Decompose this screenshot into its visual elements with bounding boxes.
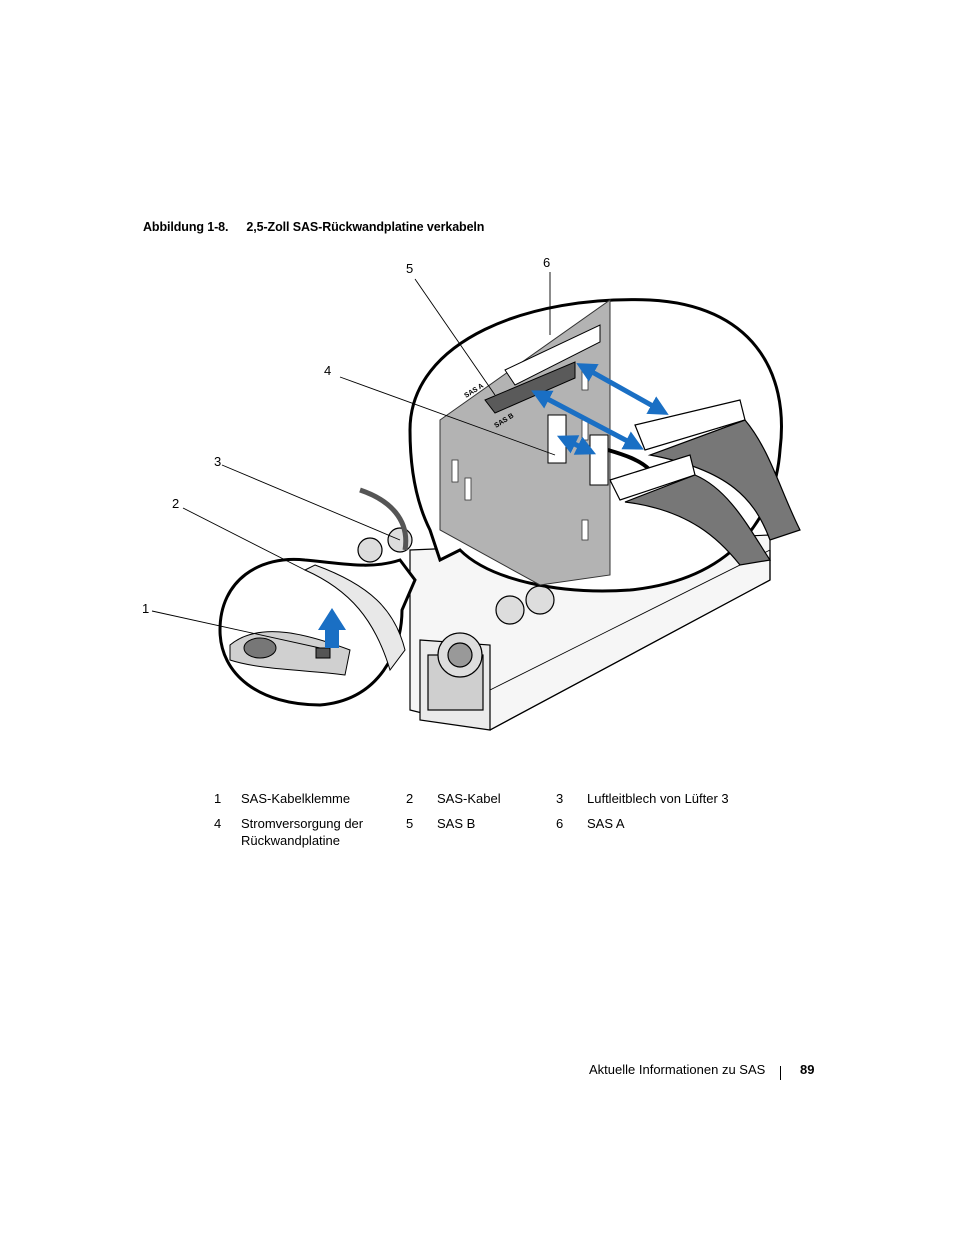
figure-caption-label: Abbildung 1-8. (143, 220, 229, 234)
callout-1: 1 (142, 601, 149, 616)
legend-num: 3 (556, 791, 564, 806)
magnified-clamp-view (218, 557, 417, 707)
sas-ribbon-cables (609, 399, 801, 566)
callout-2: 2 (172, 496, 179, 511)
callout-4: 4 (324, 363, 331, 378)
legend-num: 6 (556, 816, 564, 831)
callout-6: 6 (543, 255, 550, 270)
legend-text: Luftleitblech von Lüfter 3 (587, 791, 729, 806)
footer-section-title: Aktuelle Informationen zu SAS (589, 1062, 766, 1077)
legend-num: 1 (214, 791, 222, 806)
legend-text: SAS B (437, 816, 476, 831)
magnified-backplane-view: SAS A SAS B (408, 298, 801, 593)
backplane-cabling-illustration: SAS A SAS B 1 2 3 4 5 6 (142, 255, 801, 731)
footer-separator (780, 1066, 781, 1080)
callout-5: 5 (406, 261, 413, 276)
legend-num: 5 (406, 816, 414, 831)
callout-numbers: 1 2 3 4 5 6 (142, 255, 550, 616)
legend-num: 4 (214, 816, 222, 831)
leader-lines (151, 272, 556, 649)
figure-caption-title: 2,5-Zoll SAS-Rückwandplatine verkabeln (246, 220, 485, 234)
legend-text: SAS A (587, 816, 625, 831)
sas-a-connector (504, 324, 601, 386)
legend-num: 2 (406, 791, 414, 806)
page-number: 89 (800, 1062, 815, 1077)
backplane-power-connector (547, 414, 567, 464)
legend-text: SAS-Kabel (437, 791, 501, 806)
sas-b-connector (484, 361, 576, 414)
figure-caption: Abbildung 1-8. 2,5-Zoll SAS-Rückwandplati… (143, 220, 484, 234)
legend-text: SAS-Kabelklemme (241, 791, 351, 806)
callout-3: 3 (214, 454, 221, 469)
legend-text: Stromversorgung der Rückwandplatine (241, 816, 364, 848)
connection-arrows (531, 363, 669, 455)
